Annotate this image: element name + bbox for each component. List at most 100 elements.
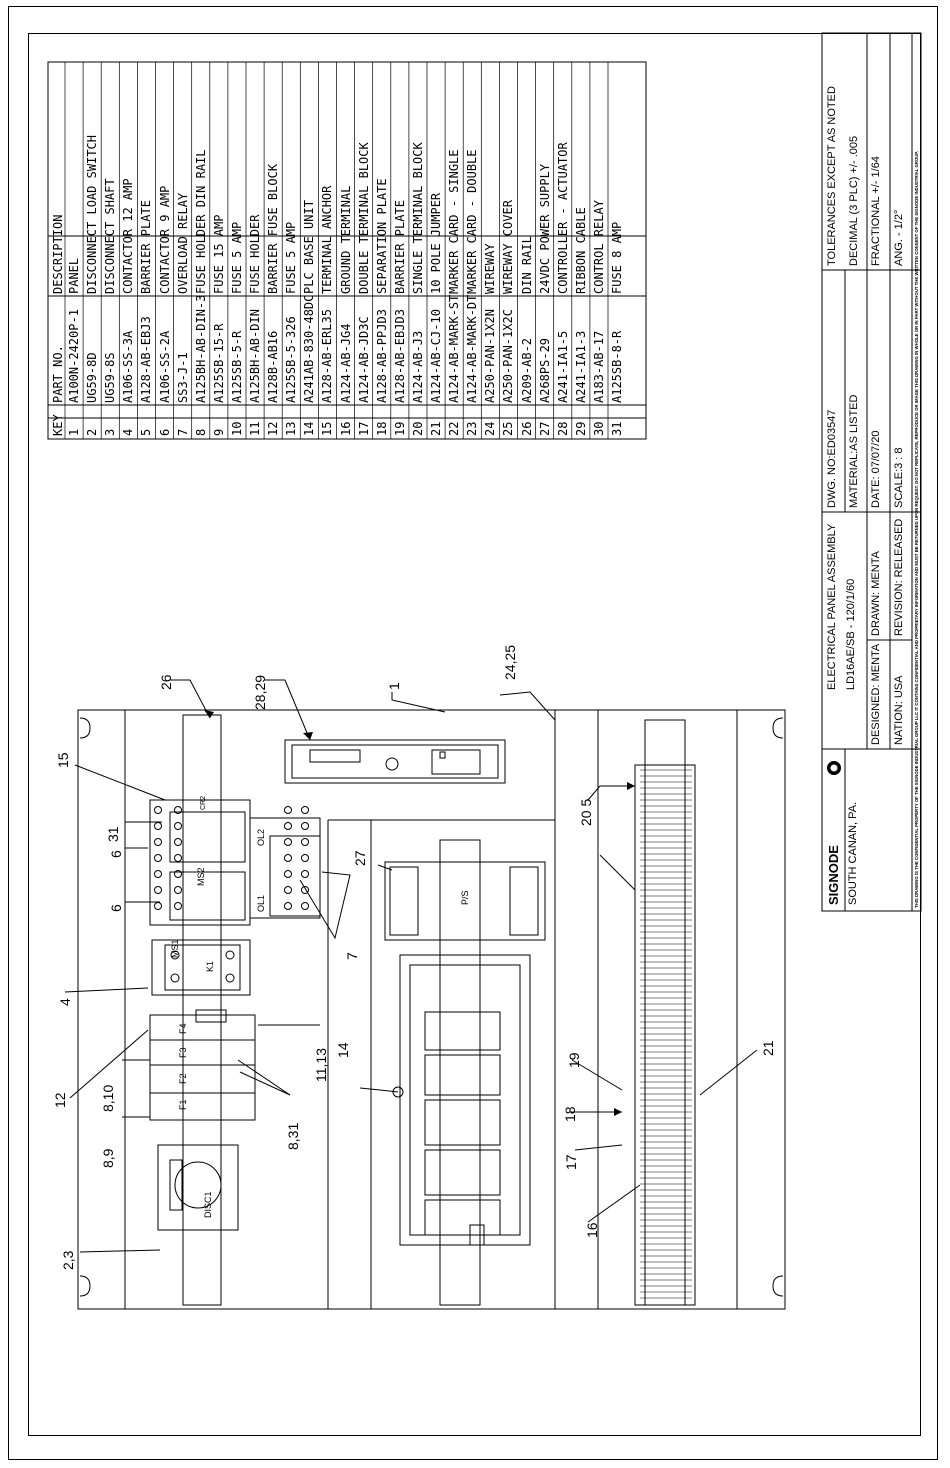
material-label: MATERIAL:AS LISTED bbox=[848, 394, 860, 509]
bom-cell-key: 7 bbox=[175, 428, 190, 436]
bom-cell-desc: 24VDC POWER SUPPLY bbox=[537, 163, 552, 294]
bom-cell-part: A268PS-29 bbox=[537, 337, 552, 403]
bom-cell-key: 2 bbox=[85, 428, 100, 436]
callout-15: 15 bbox=[55, 752, 71, 768]
bom-cell-key: 18 bbox=[374, 421, 389, 436]
bom-cell-desc: CONTROL RELAY bbox=[591, 200, 606, 294]
screw-terminal bbox=[174, 854, 182, 862]
confidential-notice: THIS DRAWING IS THE CONFIDENTIAL PROPERT… bbox=[914, 151, 919, 908]
fuse-f4: F4 bbox=[178, 1023, 188, 1034]
bom-cell-key: 11 bbox=[248, 421, 262, 436]
screw-terminal bbox=[284, 870, 292, 878]
screw-terminal bbox=[154, 822, 162, 830]
callout-24-25: 24,25 bbox=[502, 644, 518, 680]
callout-21: 21 bbox=[760, 1040, 776, 1056]
title-line2: LD16AE/SB - 120/1/60 bbox=[845, 578, 857, 690]
bom-cell-desc: 10 POLE JUMPER bbox=[429, 192, 443, 294]
bom-cell-part: A124-AB-MARK-ST bbox=[447, 294, 462, 403]
bom-header-desc: DESCRIPTION bbox=[51, 214, 65, 294]
nation-label: NATION: USA bbox=[893, 675, 905, 745]
callout-6b: 6 bbox=[108, 904, 124, 912]
bom-cell-key: 14 bbox=[302, 421, 317, 436]
bom-cell-desc: FUSE HOLDER DIN RAIL bbox=[193, 149, 208, 295]
screw-terminal bbox=[284, 838, 292, 846]
screw-terminal bbox=[301, 822, 309, 830]
bom-cell-desc: SEPARATION PLATE bbox=[374, 178, 389, 294]
callout-16: 16 bbox=[584, 1222, 600, 1238]
bom-cell-key: 16 bbox=[338, 421, 353, 436]
bom-cell-desc: DISCONNECT LOAD SWITCH bbox=[85, 135, 100, 294]
bom-cell-key: 28 bbox=[555, 421, 570, 436]
callout-12: 12 bbox=[52, 1092, 68, 1108]
bom-cell-key: 25 bbox=[501, 421, 516, 436]
bom-cell-desc: DOUBLE TERMINAL BLOCK bbox=[356, 142, 371, 294]
bom-cell-desc: BARRIER PLATE bbox=[139, 200, 154, 294]
bom-cell-part: A128B-AB16 bbox=[266, 330, 281, 403]
callout-7: 7 bbox=[344, 952, 360, 960]
callout-8-10: 8,10 bbox=[100, 1084, 116, 1112]
callout-6a: 6 bbox=[108, 850, 124, 858]
screw-terminal bbox=[154, 902, 162, 910]
bom-cell-part: A124-AB-J3 bbox=[410, 330, 425, 403]
bom-cell-part: A241-IA1-3 bbox=[573, 330, 588, 403]
bom-cell-key: 30 bbox=[591, 421, 606, 436]
screw-terminal bbox=[301, 886, 309, 894]
screw-terminal bbox=[284, 806, 292, 814]
callout-26: 26 bbox=[158, 674, 174, 690]
sheet-border bbox=[8, 6, 938, 1460]
bom-cell-desc: TERMINAL ANCHOR bbox=[320, 185, 335, 294]
screw-terminal bbox=[174, 902, 182, 910]
fuse-f3: F3 bbox=[178, 1047, 188, 1058]
bom-cell-desc: PANEL bbox=[67, 257, 81, 294]
bom-cell-desc: FUSE 8 AMP bbox=[610, 221, 624, 294]
screw-terminal bbox=[154, 886, 162, 894]
bom-cell-part: A241-IA1-5 bbox=[555, 330, 570, 403]
bom-cell-desc: GROUND TERMINAL bbox=[338, 185, 353, 294]
bom-cell-desc: DISCONNECT SHAFT bbox=[103, 178, 118, 294]
device-ol1: OL1 bbox=[256, 894, 266, 912]
bom-cell-part: A125SB-5-R bbox=[229, 330, 244, 403]
bom-cell-desc: FUSE HOLDER bbox=[248, 214, 262, 294]
callout-31: 31 bbox=[105, 826, 121, 842]
bom-cell-part: A250-PAN-1X2N bbox=[483, 309, 498, 403]
bom-cell-desc: FUSE 15 AMP bbox=[211, 214, 226, 294]
bom-cell-key: 31 bbox=[610, 421, 624, 436]
bom-cell-part: A128-AB-PPJD3 bbox=[374, 309, 389, 403]
callout-17: 17 bbox=[563, 1154, 579, 1170]
device-k1: K1 bbox=[205, 960, 215, 972]
bom-cell-key: 3 bbox=[103, 428, 118, 436]
screw-terminal bbox=[284, 854, 292, 862]
screw-terminal bbox=[154, 838, 162, 846]
callout-19: 19 bbox=[566, 1052, 582, 1068]
bom-cell-desc: CONTACTOR 9 AMP bbox=[157, 185, 172, 294]
bom-cell-desc: BARRIER FUSE BLOCK bbox=[266, 163, 281, 294]
bom-cell-desc: DIN RAIL bbox=[519, 236, 534, 294]
company-logo-text: SIGNODE bbox=[826, 845, 841, 905]
bom-cell-desc: RIBBON CABLE bbox=[573, 207, 588, 294]
bom-cell-part: A209-AB-2 bbox=[519, 337, 534, 403]
bom-cell-part: A128-AB-EBJ3 bbox=[139, 316, 154, 403]
device-ms1: MS1 bbox=[170, 939, 180, 958]
bom-cell-desc: PLC BASE UNIT bbox=[302, 200, 317, 294]
screw-terminal bbox=[301, 870, 309, 878]
bom-header-key: KEY bbox=[51, 414, 65, 436]
bom-table-frame bbox=[47, 61, 647, 440]
bom-cell-part: A124-AB-MARK-DT bbox=[465, 294, 480, 403]
bom-cell-key: 29 bbox=[573, 421, 588, 436]
bom-cell-desc: MARKER CARD - SINGLE bbox=[447, 149, 462, 295]
bom-cell-key: 17 bbox=[356, 421, 371, 436]
bom-cell-part: UG59-8D bbox=[85, 352, 100, 403]
screw-terminal bbox=[174, 838, 182, 846]
drawn-label: DRAWN: MENTA bbox=[870, 551, 882, 636]
screw-terminal bbox=[301, 902, 309, 910]
title-block-frame bbox=[821, 32, 922, 912]
bom-cell-key: 26 bbox=[519, 421, 534, 436]
screw-terminal bbox=[154, 806, 162, 814]
callout-1: 1 bbox=[386, 682, 402, 690]
callout-20-5: 20 5 bbox=[578, 798, 594, 826]
bom-cell-key: 19 bbox=[392, 421, 407, 436]
callout-11-13: 11,13 bbox=[313, 1048, 329, 1082]
tolerance-decimal: DECIMAL (3 PLC) +/- .005 bbox=[848, 135, 860, 266]
bom-cell-key: 9 bbox=[211, 428, 226, 436]
